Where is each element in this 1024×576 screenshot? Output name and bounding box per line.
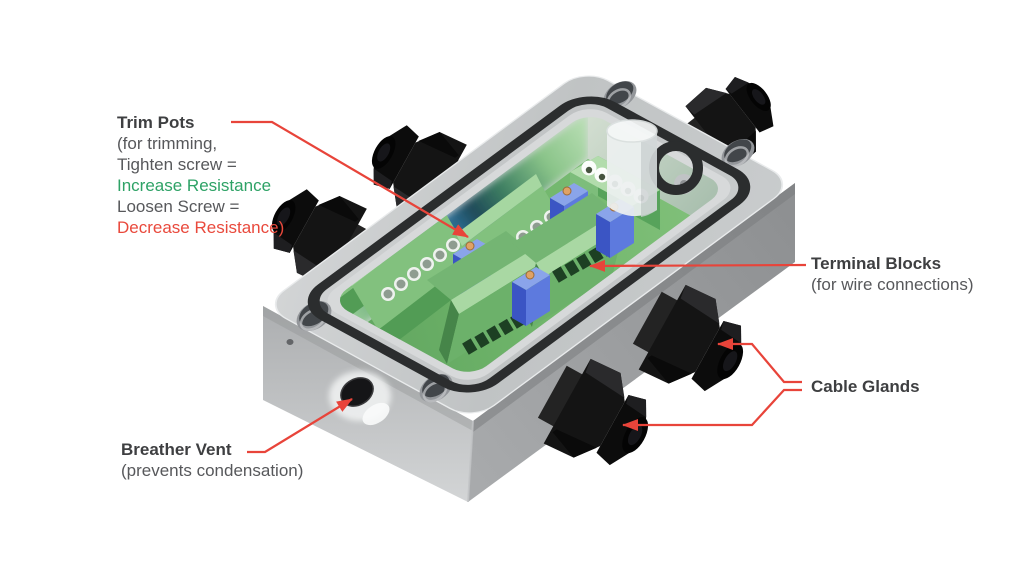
label-terminal-blocks: Terminal Blocks (for wire connections) [811,253,974,295]
flange-shadow [473,183,795,432]
label-breather-vent-title: Breather Vent [121,440,232,459]
label-cable-glands: Cable Glands [811,376,920,397]
trim-pot-screw [525,270,535,280]
mounting-hole [721,138,755,168]
trim-pot-screw [562,186,572,196]
pilot-hole [286,339,294,345]
terminal-block [427,231,538,364]
label-trim-pots-title: Trim Pots [117,113,195,132]
label-trim-pots-line: Loosen Screw = [117,197,240,216]
annotation-line-cable-gland-lower [622,388,802,431]
annotation-line-terminal-blocks [589,259,807,272]
trim-pot-screw [465,241,475,251]
label-breather-vent: Breather Vent (prevents condensation) [121,439,303,481]
trim-pot [512,267,550,326]
label-terminal-blocks-title: Terminal Blocks [811,254,942,273]
label-trim-pots: Trim Pots (for trimming, Tighten screw =… [117,112,284,238]
gasket-seal [307,96,751,393]
annotations [231,120,807,454]
potting-cylinder [606,119,658,217]
annotation-line-breather-vent [247,398,353,454]
label-trim-pots-line: (for trimming, [117,134,218,153]
annotation-line-trim-pots [231,120,469,238]
label-breather-vent-subtitle: (prevents condensation) [121,461,304,480]
label-cable-glands-title: Cable Glands [811,377,920,396]
label-terminal-blocks-subtitle: (for wire connections) [811,275,974,294]
annotation-line-cable-gland-upper [717,338,802,384]
label-trim-pots-line: Decrease Resistance) [117,218,285,237]
label-trim-pots-line: Tighten screw = [117,155,237,174]
box-corner-edge [467,420,474,503]
flange-shadow [263,306,473,431]
label-trim-pots-line: Increase Resistance [117,176,272,195]
